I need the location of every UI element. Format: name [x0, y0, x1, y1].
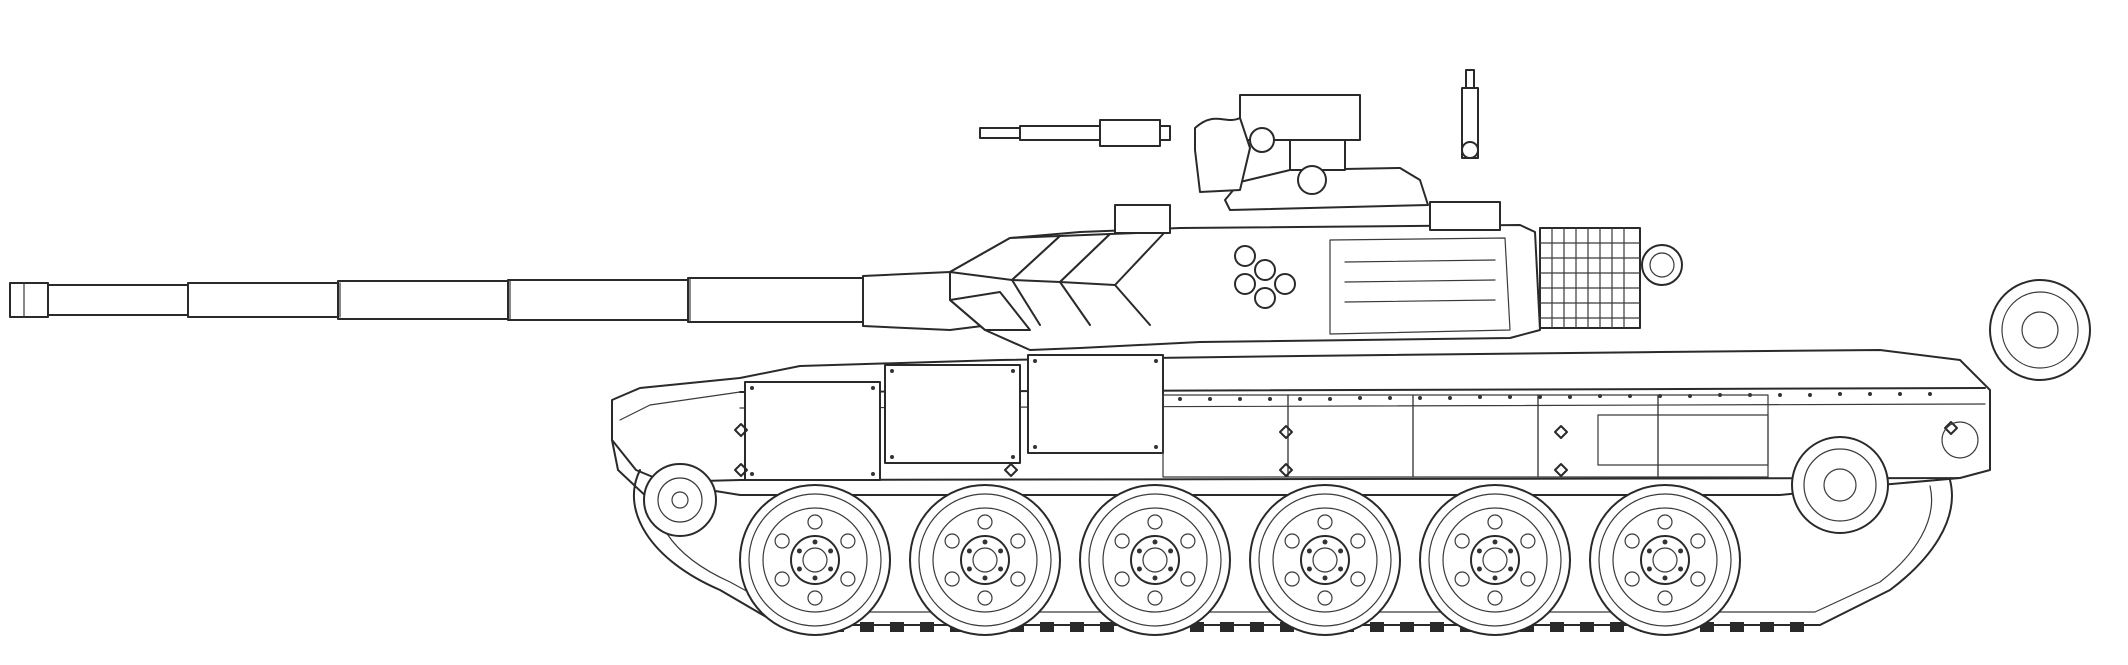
road-wheel	[739, 484, 891, 636]
machine-gun	[979, 117, 1251, 193]
smoke-grenade-launchers	[1234, 245, 1296, 309]
rear-fuel-drum	[1989, 279, 2091, 381]
road-wheel	[1589, 484, 1741, 636]
drive-sprocket	[1791, 421, 1979, 534]
front-idler-wheel	[643, 463, 717, 537]
road-wheel	[1079, 484, 1231, 636]
main-gun-barrel	[9, 271, 991, 331]
antenna-mast	[1461, 69, 1479, 159]
road-wheel	[909, 484, 1061, 636]
side-skirt-panels	[734, 354, 1958, 481]
road-wheel	[1249, 484, 1401, 636]
road-wheels	[739, 484, 1741, 636]
turret-rear-basket	[1539, 227, 1641, 329]
road-wheel	[1419, 484, 1571, 636]
turret	[949, 69, 1683, 351]
